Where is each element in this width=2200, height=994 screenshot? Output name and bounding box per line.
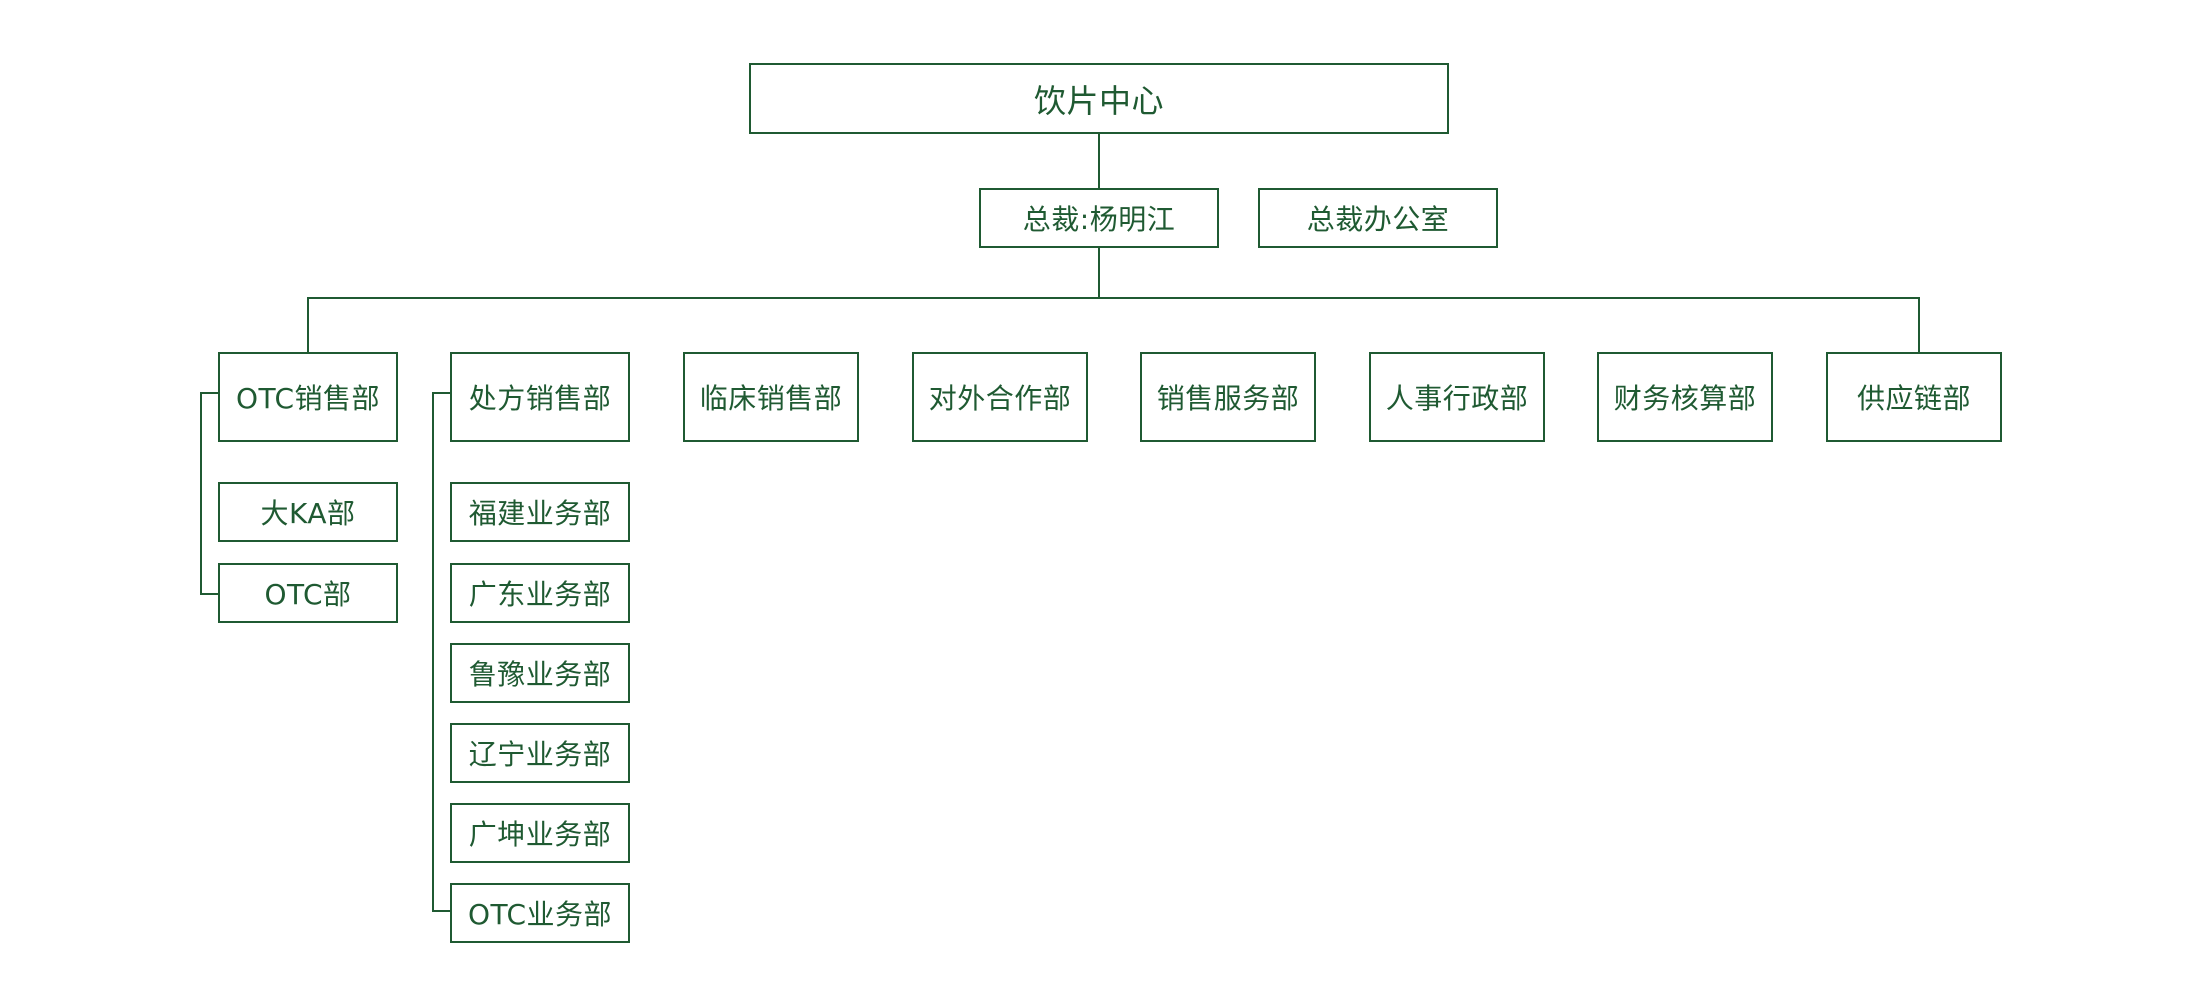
connector-root-president bbox=[1098, 133, 1100, 190]
dept-otc-sales: OTC销售部 bbox=[218, 352, 398, 442]
connector-rx-top-tick bbox=[432, 392, 451, 394]
dept-prescription-sales: 处方销售部 bbox=[450, 352, 630, 442]
connector-otc-bottom-tick bbox=[200, 593, 219, 595]
root-node: 饮片中心 bbox=[749, 63, 1449, 134]
rx-child-liaoning: 辽宁业务部 bbox=[450, 723, 630, 783]
connector-otc-vertical bbox=[200, 392, 202, 595]
rx-child-otc: OTC业务部 bbox=[450, 883, 630, 943]
dept-clinical-sales: 临床销售部 bbox=[683, 352, 859, 442]
otc-child-otc: OTC部 bbox=[218, 563, 398, 623]
president-node: 总裁:杨明江 bbox=[979, 188, 1219, 248]
connector-rx-bottom-tick bbox=[432, 910, 451, 912]
dept-finance: 财务核算部 bbox=[1597, 352, 1773, 442]
rx-child-luyu: 鲁豫业务部 bbox=[450, 643, 630, 703]
rx-child-guangkun: 广坤业务部 bbox=[450, 803, 630, 863]
connector-to-otc-sales bbox=[307, 297, 309, 353]
dept-sales-service: 销售服务部 bbox=[1140, 352, 1316, 442]
otc-child-ka: 大KA部 bbox=[218, 482, 398, 542]
dept-hr-admin: 人事行政部 bbox=[1369, 352, 1545, 442]
connector-otc-top-tick bbox=[200, 392, 219, 394]
rx-child-fujian: 福建业务部 bbox=[450, 482, 630, 542]
connector-to-supply-chain bbox=[1918, 297, 1920, 353]
dept-supply-chain: 供应链部 bbox=[1826, 352, 2002, 442]
dept-external-cooperation: 对外合作部 bbox=[912, 352, 1088, 442]
connector-rx-vertical bbox=[432, 392, 434, 912]
connector-horizontal-bus bbox=[307, 297, 1920, 299]
president-office-node: 总裁办公室 bbox=[1258, 188, 1498, 248]
rx-child-guangdong: 广东业务部 bbox=[450, 563, 630, 623]
connector-president-bus bbox=[1098, 247, 1100, 299]
